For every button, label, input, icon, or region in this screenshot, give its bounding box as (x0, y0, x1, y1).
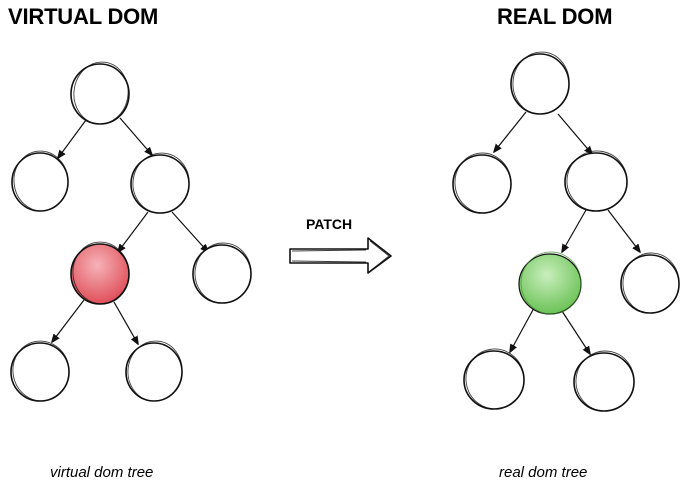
real-node-root (510, 51, 570, 115)
virtual-edge-root-left (58, 119, 87, 158)
virtual-node-root (70, 61, 130, 125)
real-node-bottom-left (463, 348, 525, 410)
patch-arrow-icon (289, 237, 392, 274)
real-dom-caption: real dom tree (499, 464, 588, 481)
virtual-edge-root-right (119, 117, 152, 155)
virtual-dom-caption: virtual dom tree (50, 464, 154, 481)
virtual-edge-right-changed (118, 211, 149, 252)
virtual-dom-title: VIRTUAL DOM (8, 4, 159, 29)
virtual-tree-edges (52, 117, 208, 344)
real-edge-changed-left (510, 307, 535, 352)
real-node-bottom-right (573, 350, 635, 412)
virtual-edge-right-leaf (171, 211, 208, 252)
real-tree-nodes (452, 51, 680, 412)
real-node-changed (518, 251, 582, 315)
virtual-node-changed (70, 241, 130, 305)
virtual-tree-nodes (10, 61, 252, 402)
real-tree-edges (494, 111, 640, 354)
real-edge-right-changed (562, 209, 587, 252)
real-edge-root-right (557, 113, 592, 154)
real-node-right (564, 150, 628, 212)
virtual-edge-changed-right (113, 301, 138, 344)
real-edge-right-leaf (607, 209, 640, 252)
virtual-node-right-leaf (192, 242, 252, 304)
virtual-node-bottom-right (125, 340, 183, 402)
virtual-edge-changed-left (52, 299, 85, 342)
virtual-node-right (130, 152, 190, 214)
real-node-right-leaf (620, 252, 680, 314)
virtual-node-bottom-left (10, 340, 70, 402)
real-edge-root-left (494, 111, 527, 152)
real-edge-changed-right (559, 307, 590, 354)
patch-label: PATCH (306, 216, 353, 232)
virtual-node-left (11, 150, 69, 212)
real-dom-title: REAL DOM (497, 4, 613, 29)
real-node-left (452, 152, 512, 214)
